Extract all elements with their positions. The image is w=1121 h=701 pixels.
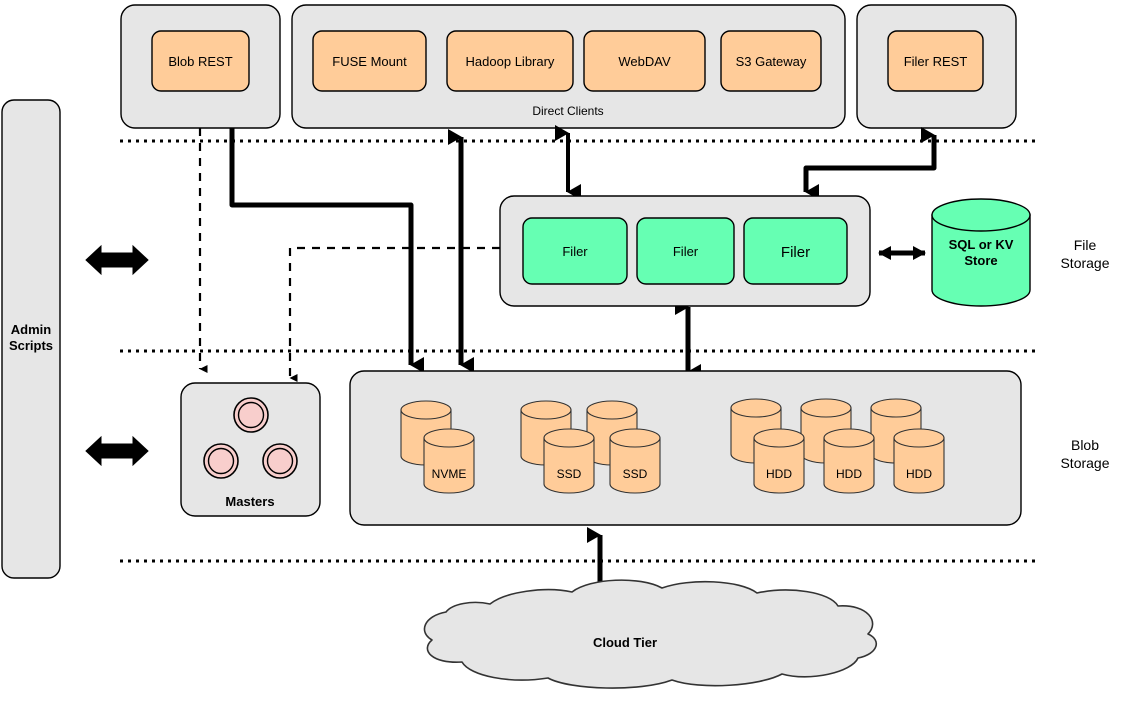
client-webdav[interactable]: [583, 30, 706, 92]
hdd-cylinder-front1-body: [753, 437, 805, 494]
client-s3-gateway-label: S3 Gateway: [736, 54, 807, 69]
hdd-cylinder-front2-top: [823, 428, 875, 448]
hdd-cylinder-back3-top: [870, 398, 922, 418]
client-filer-rest[interactable]: [887, 30, 984, 92]
tier-label-blob-storage: Blob Storage: [1060, 437, 1109, 471]
filer-rest-group[interactable]: Filer REST: [856, 4, 1017, 129]
filer-node-2-label: Filer: [673, 244, 699, 259]
hdd-cylinder-front1-top: [753, 428, 805, 448]
ssd-cylinder-front1-top: [543, 428, 595, 448]
metadata-store[interactable]: SQL or KV Store: [931, 198, 1031, 307]
metadata-store-label-line1: SQL or KV: [949, 237, 1014, 252]
master-node-1-inner: [237, 401, 265, 429]
volume-group-hdd[interactable]: HDD HDD HDD: [730, 398, 945, 494]
ssd-cylinder-front2-body: [609, 437, 661, 494]
admin-blob-bidirectional-arrow: [85, 435, 149, 467]
hdd-cylinder-front3-top: [893, 428, 945, 448]
ssd-cylinder-back2-top: [586, 400, 638, 420]
filer-node-1-label: Filer: [562, 244, 588, 259]
client-fuse-mount-label: FUSE Mount: [332, 54, 407, 69]
master-node-2-inner: [207, 447, 235, 475]
direct-clients-caption: Direct Clients: [532, 104, 603, 118]
client-filer-rest-label: Filer REST: [904, 54, 968, 69]
metadata-store-top: [931, 198, 1031, 232]
client-hadoop-library[interactable]: [446, 30, 574, 92]
volume-storage-group[interactable]: NVME SSD SSD: [349, 370, 1022, 526]
client-s3-gateway[interactable]: [720, 30, 822, 92]
blob-storage-label-line2: Storage: [1060, 455, 1109, 471]
ssd-cylinder-back1-top: [520, 400, 572, 420]
hdd-cylinder-front2-body: [823, 437, 875, 494]
filer-node-2[interactable]: [636, 217, 735, 285]
client-blob-rest[interactable]: [151, 30, 250, 92]
admin-scripts-panel[interactable]: Admin Scripts: [1, 99, 61, 579]
nvme-cylinder-back-top: [400, 400, 452, 420]
client-fuse-mount[interactable]: [312, 30, 427, 92]
blob-rest-group[interactable]: Blob REST: [120, 4, 281, 129]
masters-box[interactable]: [180, 382, 321, 517]
filer-node-1[interactable]: [522, 217, 628, 285]
volume-group-nvme[interactable]: NVME: [400, 400, 475, 494]
client-webdav-label: WebDAV: [618, 54, 671, 69]
masters-group[interactable]: Masters: [180, 382, 321, 517]
ssd-label-1: SSD: [557, 467, 582, 481]
admin-file-bidirectional-arrow: [85, 244, 149, 276]
ssd-cylinder-front1-body: [543, 437, 595, 494]
filer-group[interactable]: Filer Filer Filer: [499, 195, 871, 307]
client-hadoop-library-label: Hadoop Library: [466, 54, 555, 69]
connector-filerrest-to-filers: [803, 127, 937, 200]
tier-label-file-storage: File Storage: [1060, 237, 1109, 271]
hdd-label-1: HDD: [766, 467, 792, 481]
filer-node-3-label: Filer: [781, 244, 810, 261]
cloud-tier-label: Cloud Tier: [593, 635, 657, 650]
nvme-cylinder-front-top: [423, 428, 475, 448]
nvme-label: NVME: [432, 467, 467, 481]
blob-storage-label-line1: Blob: [1071, 437, 1099, 453]
admin-scripts-label-line1: Admin: [11, 322, 52, 337]
volume-group-ssd[interactable]: SSD SSD: [520, 400, 661, 494]
hdd-cylinder-front3-body: [893, 437, 945, 494]
cloud-tier-shape[interactable]: [423, 579, 878, 689]
metadata-store-body[interactable]: [931, 214, 1031, 307]
master-node-3-inner: [266, 447, 294, 475]
direct-clients-group[interactable]: FUSE Mount Hadoop Library WebDAV S3 Gate…: [291, 4, 846, 129]
connector-blobrest-to-volumes: [229, 128, 424, 373]
client-blob-rest-label: Blob REST: [168, 54, 232, 69]
hdd-label-2: HDD: [836, 467, 862, 481]
metadata-store-label-line2: Store: [964, 253, 997, 268]
file-storage-label-line1: File: [1074, 237, 1097, 253]
admin-scripts-label-line2: Scripts: [9, 338, 53, 353]
ssd-cylinder-front2-top: [609, 428, 661, 448]
masters-label: Masters: [225, 494, 274, 509]
filer-node-3[interactable]: [743, 217, 848, 285]
hdd-cylinder-back2-top: [800, 398, 852, 418]
connector-filer-to-masters: [288, 246, 500, 382]
file-storage-label-line2: Storage: [1060, 255, 1109, 271]
hdd-cylinder-back1-top: [730, 398, 782, 418]
cloud-tier[interactable]: Cloud Tier: [423, 579, 878, 689]
hdd-label-3: HDD: [906, 467, 932, 481]
ssd-label-2: SSD: [623, 467, 648, 481]
nvme-cylinder-front-body: [423, 437, 475, 494]
admin-scripts-box[interactable]: [1, 99, 61, 579]
